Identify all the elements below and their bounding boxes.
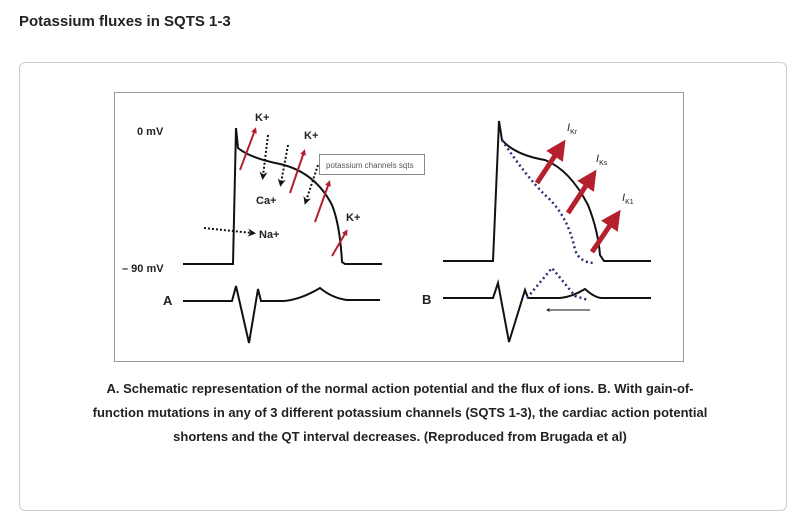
k-label: K+ (346, 212, 360, 224)
zero-mv-label: 0 mV (137, 126, 164, 138)
ikr-label: IKr (567, 122, 578, 136)
figure-image: 0 mV – 90 mV A K+ K+ K+ Ca+ Na+ B IKr IK… (114, 92, 684, 362)
ecg-b (443, 279, 651, 343)
action-potential-a (183, 127, 382, 265)
page-title: Potassium fluxes in SQTS 1-3 (19, 13, 231, 30)
figure-card (19, 62, 787, 511)
neg90-mv-label: – 90 mV (122, 263, 164, 275)
ca-label: Ca+ (256, 195, 277, 207)
svg-text:potassium channels sqts: potassium channels sqts (326, 161, 414, 170)
ik1-label: IK1 (622, 192, 634, 206)
figure-caption: A. Schematic representation of the norma… (92, 381, 708, 444)
k-label: K+ (255, 112, 269, 124)
panel-b-label: B (422, 292, 431, 307)
ecg-a (183, 285, 380, 344)
iks-label: IKs (596, 153, 608, 167)
shortened-ap (500, 139, 596, 265)
panel-a-label: A (163, 293, 173, 308)
k-label: K+ (304, 130, 318, 142)
na-label: Na+ (259, 229, 280, 241)
tooltip: potassium channels sqts (319, 154, 425, 175)
action-potential-b (443, 120, 651, 262)
